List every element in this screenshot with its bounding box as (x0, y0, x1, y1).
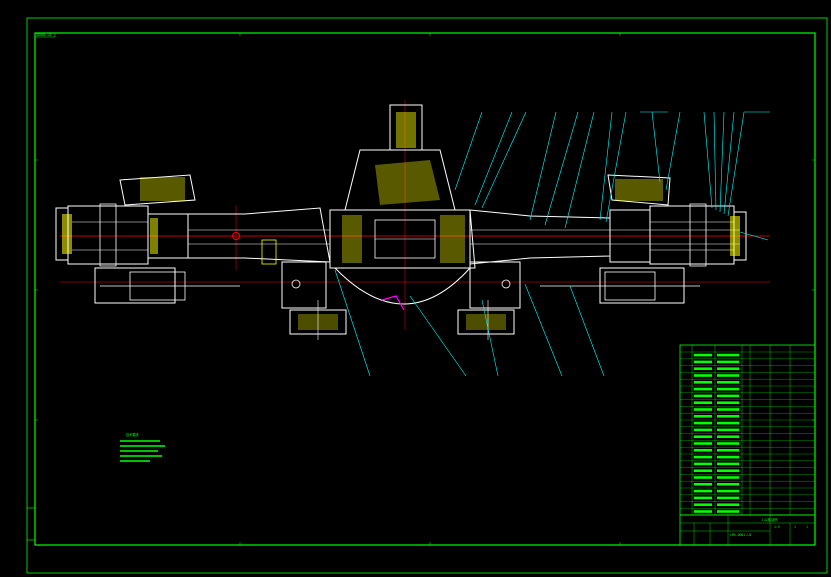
parts-list-cell-mark (694, 469, 712, 472)
parts-list-cell-mark (717, 374, 739, 377)
parts-list-cell-mark (717, 408, 739, 411)
parts-list-cell-mark (717, 421, 739, 425)
left-spring-seat (281, 261, 347, 340)
parts-list-cell-mark (717, 462, 739, 466)
parts-list-cell-mark (717, 442, 739, 445)
title-block-scale: 1:5 (774, 525, 780, 529)
axle-assembly (55, 100, 770, 377)
leader-lines (334, 111, 770, 377)
title-block-code: LMG-0001-LB (730, 533, 751, 537)
right-axle-housing (469, 209, 740, 265)
parts-list-cell-mark (694, 510, 712, 513)
technical-notes: 技术要求 (120, 432, 165, 462)
parts-list-cell-mark (694, 435, 712, 438)
parts-list-cell-mark (694, 496, 712, 500)
parts-list (679, 344, 816, 516)
parts-list-cell-mark (694, 408, 712, 411)
parts-list-cell-mark (694, 401, 712, 404)
sheet-outer-frame (26, 17, 828, 574)
parts-list-cell-mark (717, 415, 739, 418)
parts-list-cell-mark (694, 462, 712, 466)
corner-label-text: QD004-LB (36, 33, 51, 37)
parts-list-cell-mark (717, 401, 739, 404)
parts-list-cell-mark (717, 489, 739, 493)
parts-list-cell-mark (717, 381, 739, 384)
parts-list-cell-mark (717, 496, 739, 500)
parts-list-cell-mark (694, 442, 712, 445)
parts-list-cell-mark (694, 387, 712, 391)
right-spring-seat (457, 261, 521, 340)
parts-list-cell-mark (717, 394, 739, 398)
tech-notes-heading: 技术要求 (126, 432, 140, 437)
title-block: L42驱动桥 LMG-0001-LB 1:5 1 1 (679, 514, 816, 546)
parts-list-cell-mark (694, 394, 712, 398)
parts-list-cell-mark (694, 415, 712, 418)
parts-list-cell-mark (694, 449, 712, 452)
parts-list-cell-mark (694, 476, 712, 479)
parts-list-cell-mark (717, 435, 739, 438)
parts-list-cell-mark (717, 455, 739, 459)
parts-list-cell-mark (717, 367, 739, 370)
parts-list-cell-mark (694, 367, 712, 370)
parts-list-cell-mark (694, 381, 712, 384)
parts-list-cell-mark (717, 428, 739, 432)
right-wheel-hub (540, 174, 747, 304)
parts-list-cell-mark (717, 360, 739, 364)
title-block-sheet: 1 (794, 525, 796, 529)
parts-list-cell-mark (694, 483, 712, 486)
corner-label: QD004-LB (34, 32, 56, 38)
parts-list-cell-mark (717, 510, 739, 513)
title-block-title: L42驱动桥 (762, 517, 778, 522)
parts-list-cell-mark (694, 455, 712, 459)
parts-list-cell-mark (694, 503, 712, 506)
parts-list-cell-mark (717, 469, 739, 472)
parts-list-cell-mark (694, 489, 712, 493)
title-block-sheets: 1 (806, 525, 808, 529)
sheet-inner-frame (34, 32, 816, 546)
parts-list-cell-mark (717, 483, 739, 486)
parts-list-cell-mark (717, 503, 739, 506)
parts-list-cell-mark (694, 421, 712, 425)
parts-list-cell-mark (694, 353, 712, 357)
left-wheel-hub (55, 174, 240, 304)
parts-list-cell-mark (694, 428, 712, 432)
parts-list-cell-mark (717, 353, 739, 357)
parts-list-cell-mark (717, 476, 739, 479)
parts-list-cell-mark (694, 374, 712, 377)
parts-list-cell-mark (694, 360, 712, 364)
parts-list-cell-mark (717, 449, 739, 452)
parts-list-cell-mark (717, 387, 739, 391)
differential-housing (329, 104, 476, 311)
